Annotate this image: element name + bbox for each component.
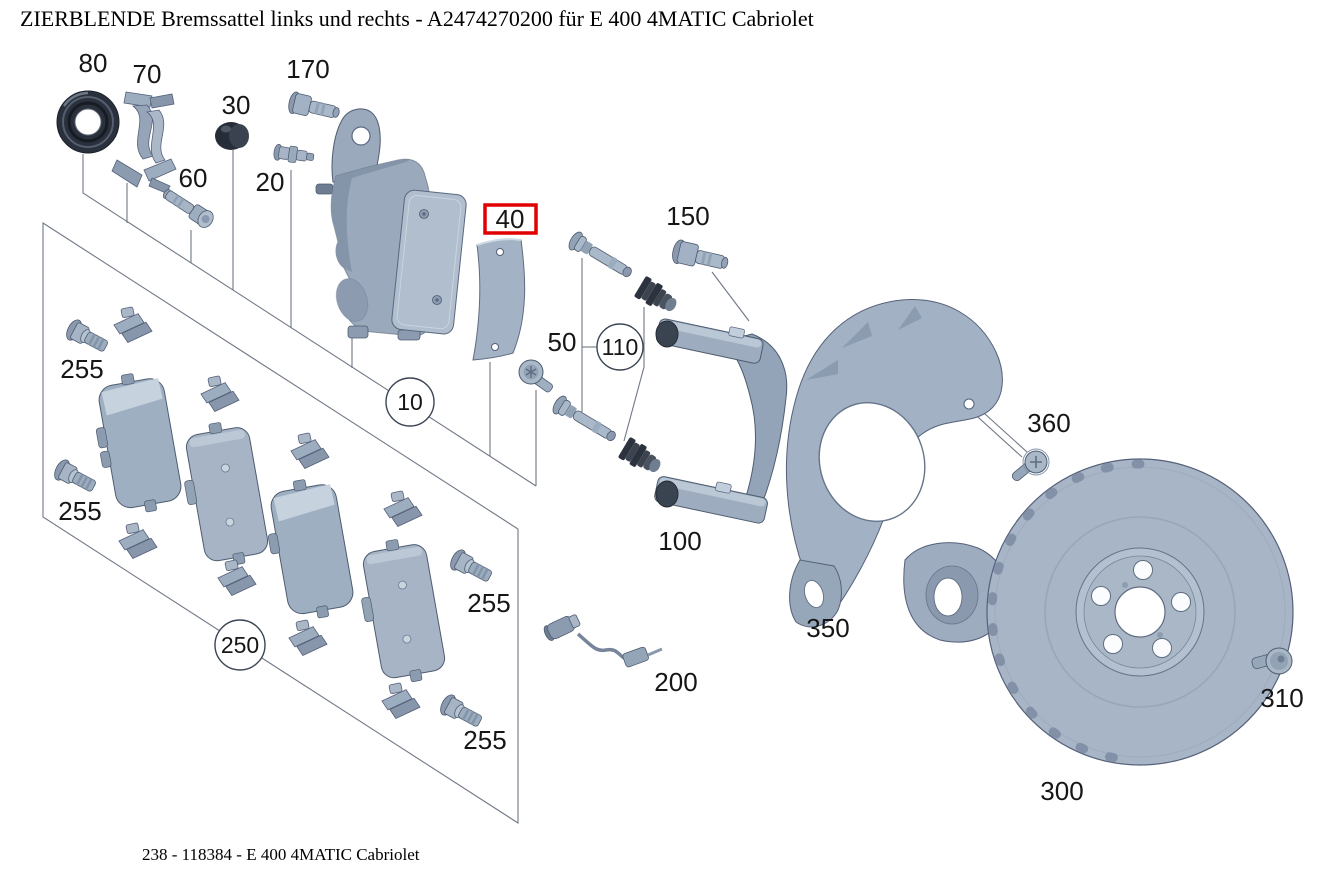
part-guide-pin-boot-upper — [634, 276, 677, 312]
part-guide-pin-lower — [552, 395, 616, 442]
part-screw-310 — [1251, 647, 1293, 675]
callout-circle-250[interactable]: 250 — [214, 619, 266, 671]
callout-circle-110[interactable]: 110 — [596, 323, 644, 371]
part-seal-ring — [56, 90, 120, 154]
part-brake-disc — [986, 458, 1294, 766]
callout-labels[interactable]: 80 70 30 170 60 20 150 50 100 350 200 36… — [58, 48, 1303, 806]
part-dust-cap — [215, 122, 249, 150]
part-brake-pad-1 — [95, 373, 182, 513]
callout-200: 200 — [654, 667, 697, 697]
part-bolt-60 — [162, 189, 214, 228]
part-brake-caliper — [315, 108, 467, 341]
callout-170: 170 — [286, 54, 329, 84]
part-caliper-carrier — [654, 318, 788, 524]
part-guide-pin-boot-lower — [618, 437, 661, 473]
callout-310: 310 — [1260, 683, 1303, 713]
callout-300: 300 — [1040, 776, 1083, 806]
part-guide-pin-upper — [568, 231, 632, 278]
callout-10-label: 10 — [397, 389, 423, 415]
part-brake-pad-4 — [361, 539, 446, 682]
callout-100: 100 — [658, 526, 701, 556]
part-brake-pad-2 — [184, 422, 269, 565]
part-splash-shield — [786, 299, 1010, 643]
part-pad-clips — [113, 306, 423, 719]
part-trim-cover-plate — [472, 238, 526, 361]
footer-caption: 238 - 118384 - E 400 4MATIC Cabriolet — [142, 845, 420, 864]
callout-30: 30 — [222, 90, 251, 120]
part-bolt-170 — [288, 91, 340, 118]
callout-255-a: 255 — [60, 354, 103, 384]
part-screw-50 — [518, 359, 553, 393]
callout-110-label: 110 — [602, 334, 639, 360]
pads-plane-outline — [42, 221, 519, 825]
callout-255-c: 255 — [467, 588, 510, 618]
page-title: ZIERBLENDE Bremssattel links und rechts … — [20, 6, 814, 31]
callout-360: 360 — [1027, 408, 1070, 438]
callout-60: 60 — [179, 163, 208, 193]
callout-255-b: 255 — [58, 496, 101, 526]
callout-350: 350 — [806, 613, 849, 643]
part-retaining-spring — [111, 91, 177, 194]
part-bleeder-valve — [273, 143, 315, 163]
callout-80: 80 — [79, 48, 108, 78]
callout-70: 70 — [133, 59, 162, 89]
part-brake-pad-3 — [267, 479, 354, 619]
callout-50: 50 — [548, 327, 577, 357]
callout-255-d: 255 — [463, 725, 506, 755]
callout-40-highlighted[interactable]: 40 — [483, 203, 538, 235]
callout-40-label: 40 — [496, 204, 525, 234]
part-pad-bolts — [54, 319, 492, 727]
callout-circle-10[interactable]: 10 — [385, 377, 435, 427]
callout-150: 150 — [666, 201, 709, 231]
callout-20: 20 — [256, 167, 285, 197]
part-screw-360 — [1011, 448, 1050, 482]
part-wear-sensor — [543, 614, 663, 668]
callout-250-label: 250 — [221, 632, 259, 658]
part-bolt-150 — [672, 239, 729, 269]
